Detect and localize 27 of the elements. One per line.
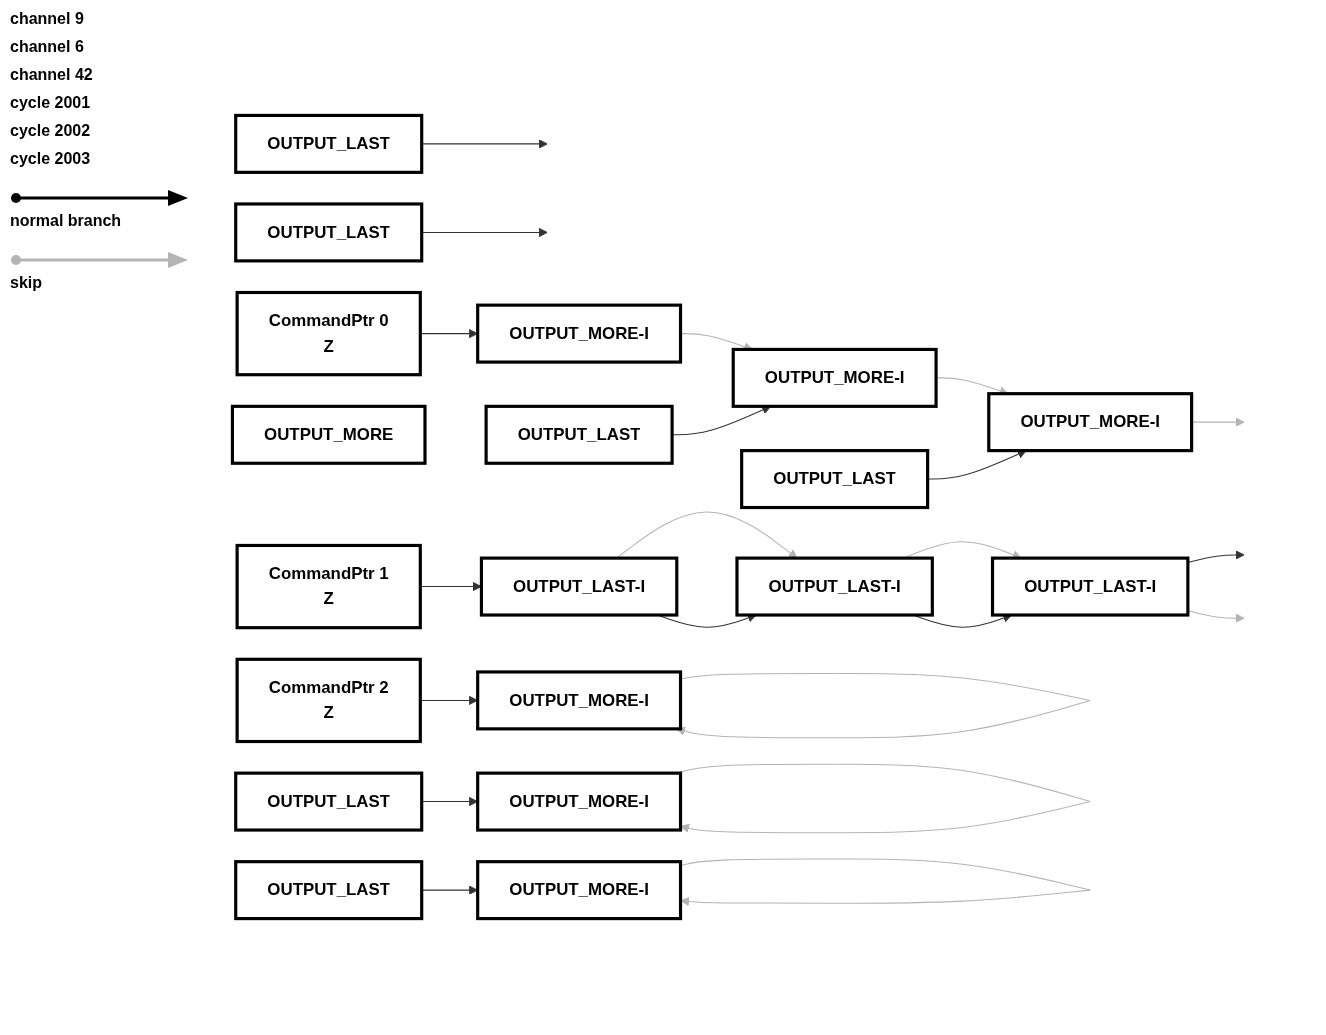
node-box: OUTPUT_LAST: [234, 772, 424, 833]
node-box: OUTPUT_LAST: [234, 860, 424, 921]
node-box: OUTPUT_MORE-I: [476, 772, 683, 833]
bracket-label: cycle 2001: [10, 94, 92, 112]
node-box: OUTPUT_LAST-I: [735, 557, 934, 618]
bracket-label: channel 6: [10, 38, 85, 56]
legend-label: normal branch: [10, 212, 122, 230]
node-box: OUTPUT_LAST-I: [990, 557, 1190, 618]
node-box: CommandPtr 1 Z: [235, 544, 422, 630]
bracket-label: cycle 2003: [10, 150, 92, 168]
legend-label: skip: [10, 274, 42, 292]
bracket-label: cycle 2002: [10, 122, 92, 140]
node-box: OUTPUT_MORE-I: [476, 304, 683, 365]
node-box: OUTPUT_LAST: [234, 114, 424, 175]
bracket-label: channel 9: [10, 10, 85, 28]
node-box: CommandPtr 0 Z: [235, 291, 422, 377]
node-box: OUTPUT_MORE-I: [476, 670, 683, 731]
bracket-label: channel 42: [10, 66, 94, 84]
node-box: OUTPUT_LAST-I: [479, 557, 679, 618]
node-box: CommandPtr 2 Z: [235, 658, 422, 744]
node-box: OUTPUT_LAST: [740, 449, 930, 510]
node-box: OUTPUT_LAST: [484, 405, 674, 466]
node-box: OUTPUT_MORE-I: [731, 348, 938, 409]
node-box: OUTPUT_MORE-I: [476, 860, 683, 921]
node-box: OUTPUT_MORE: [230, 405, 427, 466]
node-box: OUTPUT_MORE-I: [987, 392, 1194, 453]
node-box: OUTPUT_LAST: [234, 202, 424, 263]
